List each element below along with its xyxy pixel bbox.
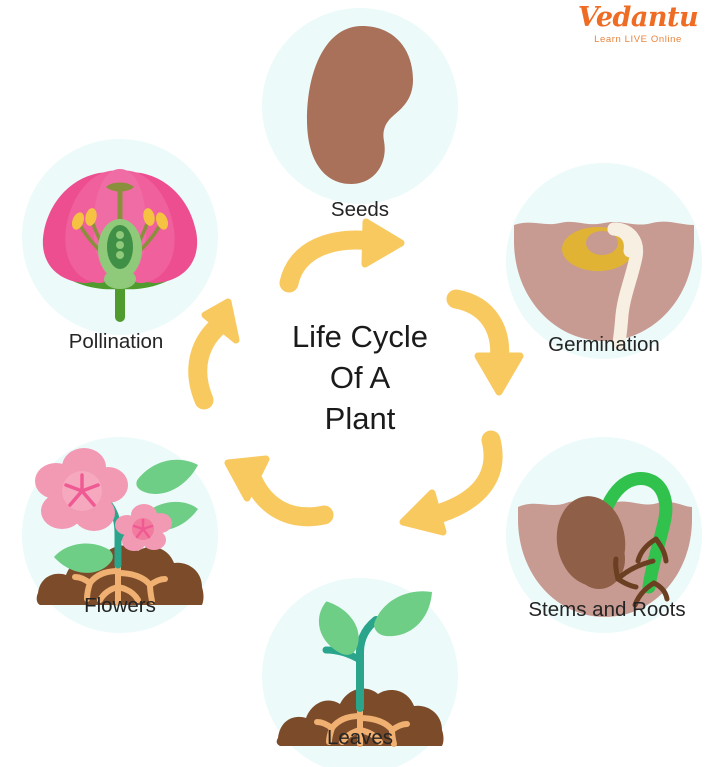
label-germination: Germination [548, 333, 660, 356]
flower-blossom-large [35, 448, 128, 531]
flower-cross-section-icon [42, 169, 198, 322]
diagram-title: Life Cycle Of A Plant [252, 316, 468, 440]
arrow-seeds-to-germination [279, 218, 405, 293]
label-seeds: Seeds [330, 198, 390, 221]
flower-blossom-small [115, 504, 172, 551]
title-line-2: Of A [329, 360, 391, 396]
label-pollination: Pollination [68, 330, 164, 353]
seed-icon [307, 26, 413, 184]
vedantu-logo: Vedantu Learn LIVE Online [568, 4, 708, 45]
label-flowers: Flowers [84, 594, 156, 617]
title-line-3: Plant [324, 401, 396, 437]
label-stems-and-roots: Stems and Roots [528, 598, 686, 621]
brand-name: Vedantu [577, 2, 699, 33]
brand-tagline: Learn LIVE Online [594, 34, 682, 45]
sprout-roots-icon [518, 472, 692, 617]
seedling-icon [276, 591, 444, 747]
germinating-seed-icon [514, 221, 694, 350]
arrow-stems-to-leaves [399, 430, 503, 536]
label-leaves: Leaves [326, 726, 394, 749]
title-line-1: Life Cycle [291, 319, 429, 354]
arrow-leaves-to-flowers [224, 455, 334, 527]
flowering-plant-icon [35, 448, 204, 606]
